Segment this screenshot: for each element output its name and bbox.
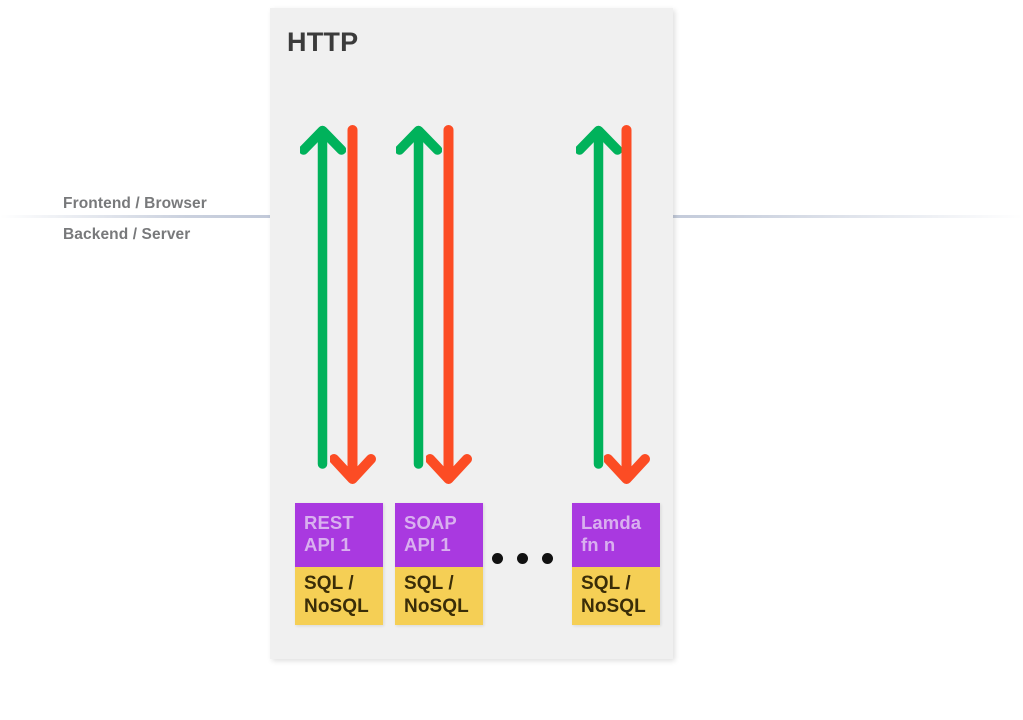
api-box-2[interactable]: SOAP API 1 (395, 503, 483, 567)
response-arrow-down-3 (604, 125, 650, 484)
database-box-1[interactable]: SQL / NoSQL (295, 567, 383, 625)
response-arrow-down-1 (330, 125, 376, 484)
service-stack-1[interactable]: REST API 1 SQL / NoSQL (295, 503, 383, 625)
ellipsis-dot-3 (542, 553, 553, 564)
database-box-2[interactable]: SQL / NoSQL (395, 567, 483, 625)
frontend-layer-label: Frontend / Browser (63, 195, 207, 212)
service-stack-3[interactable]: Lamda fn n SQL / NoSQL (572, 503, 660, 625)
api-box-1[interactable]: REST API 1 (295, 503, 383, 567)
ellipsis-indicator (492, 553, 553, 564)
service-stack-2[interactable]: SOAP API 1 SQL / NoSQL (395, 503, 483, 625)
database-box-3[interactable]: SQL / NoSQL (572, 567, 660, 625)
request-arrow-up-3 (576, 125, 622, 469)
backend-layer-label: Backend / Server (63, 226, 191, 243)
response-arrow-down-2 (426, 125, 472, 484)
api-box-3[interactable]: Lamda fn n (572, 503, 660, 567)
ellipsis-dot-1 (492, 553, 503, 564)
ellipsis-dot-2 (517, 553, 528, 564)
request-arrow-up-1 (300, 125, 346, 469)
request-arrow-up-2 (396, 125, 442, 469)
http-panel-title: HTTP (287, 27, 359, 57)
